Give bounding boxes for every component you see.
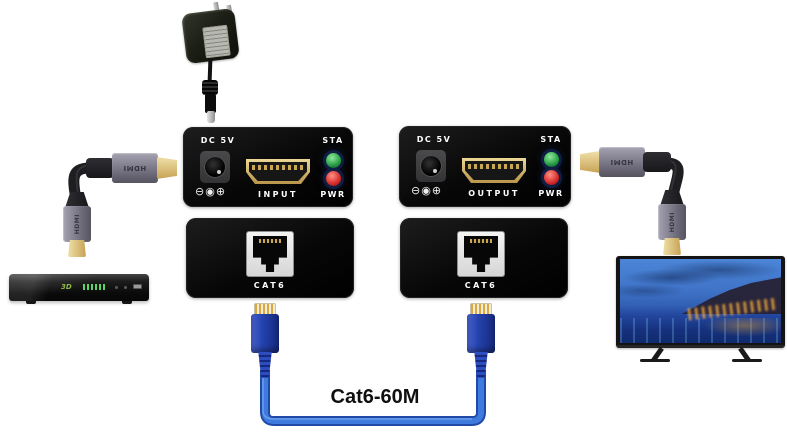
tx-hdmi-input-port [246, 159, 310, 184]
tx-hdmi-pins [252, 164, 304, 170]
rx-dc5v-label: DC 5V [416, 135, 452, 144]
player-foot [26, 301, 36, 304]
hdmi-logo-text: HDMI [73, 213, 81, 235]
hdmi-plug-right-v-tip [663, 238, 681, 255]
player-gloss [9, 274, 149, 301]
cat6-plug-right-body [467, 314, 495, 353]
rx-status-led [544, 152, 559, 167]
tx-dc-jack-hole [204, 156, 226, 178]
tx-pwr-label: PWR [320, 190, 346, 199]
tx-rj45-pins [259, 239, 281, 243]
tx-input-label: INPUT [258, 190, 298, 199]
source-player: 3D [9, 274, 149, 301]
rx-hdmi-output-port [462, 158, 526, 183]
player-button [115, 286, 118, 289]
hdmi-plug-right-h-body [643, 152, 671, 172]
hdmi-plug-right-v-sleeve: HDMI [658, 204, 686, 240]
player-led-display [83, 284, 107, 290]
dc-barrel-plug [205, 94, 216, 113]
cat6-plug-left-boot [258, 352, 272, 378]
rx-dc-jack [416, 150, 446, 182]
hdmi-plug-left-h-tip [157, 157, 177, 179]
rx-output-label: OUTPUT [468, 189, 520, 198]
tv-scene-sea [620, 317, 781, 343]
adapter-label [202, 24, 231, 59]
tv-screen [620, 259, 781, 343]
tx-dc-jack-pin [217, 170, 221, 174]
tx-dc5v-label: DC 5V [200, 136, 236, 145]
tx-rj45-port [246, 231, 294, 277]
tx-power-led [326, 171, 341, 186]
dc-barrel-tip [207, 111, 215, 123]
transmitter-cat6-panel: CAT6 [186, 218, 354, 298]
tx-sta-label: STA [322, 136, 344, 145]
rx-cat6-label: CAT6 [464, 281, 498, 290]
hdmi-plug-left-v-body [65, 192, 89, 208]
tx-cat6-label: CAT6 [253, 281, 287, 290]
player-foot [122, 301, 132, 304]
hdmi-plug-left-h-sleeve: HDMI [112, 153, 158, 183]
dc-barrel-ridges [202, 80, 218, 95]
transmitter-panel: DC 5V ⊖◉⊕ INPUT STA PWR [183, 127, 353, 207]
rx-pwr-label: PWR [538, 189, 564, 198]
rx-power-led [544, 170, 559, 185]
tv [616, 256, 785, 348]
tx-dc-jack [200, 151, 230, 183]
cat6-cable-run [260, 370, 486, 426]
receiver-cat6-panel: CAT6 [400, 218, 568, 298]
receiver-panel: DC 5V ⊖◉⊕ OUTPUT STA PWR [399, 126, 571, 207]
hdmi-logo-text: HDMI [123, 164, 147, 172]
hdmi-plug-right-h-sleeve: HDMI [599, 147, 645, 177]
player-button [124, 286, 127, 289]
rx-polarity-icon: ⊖◉⊕ [411, 184, 443, 197]
player-usb-port [133, 284, 142, 289]
tx-status-led [326, 153, 341, 168]
tx-polarity-icon: ⊖◉⊕ [195, 185, 227, 198]
hdmi-plug-left-h-body [86, 158, 114, 178]
hdmi-logo-text: HDMI [610, 158, 634, 166]
tv-foot-pad-right [732, 359, 762, 362]
hdmi-plug-left-v-tip [68, 240, 86, 257]
rx-hdmi-pins [468, 163, 520, 169]
hdmi-plug-right-h-tip [580, 151, 600, 173]
rx-dc-jack-pin [433, 169, 437, 173]
cat6-plug-right-boot [474, 352, 488, 378]
hdmi-logo-text: HDMI [668, 211, 676, 233]
cat6-plug-left-body [251, 314, 279, 353]
rx-rj45-port [457, 231, 505, 277]
tv-foot-pad-left [640, 359, 670, 362]
hdmi-plug-left-v-sleeve: HDMI [63, 206, 91, 242]
rx-sta-label: STA [540, 135, 562, 144]
rx-dc-jack-hole [420, 155, 442, 177]
rx-rj45-pins [470, 239, 492, 243]
hdmi-plug-right-v-body [660, 190, 684, 206]
player-3d-badge: 3D [61, 283, 72, 291]
cat6-length-label: Cat6-60M [330, 386, 420, 408]
